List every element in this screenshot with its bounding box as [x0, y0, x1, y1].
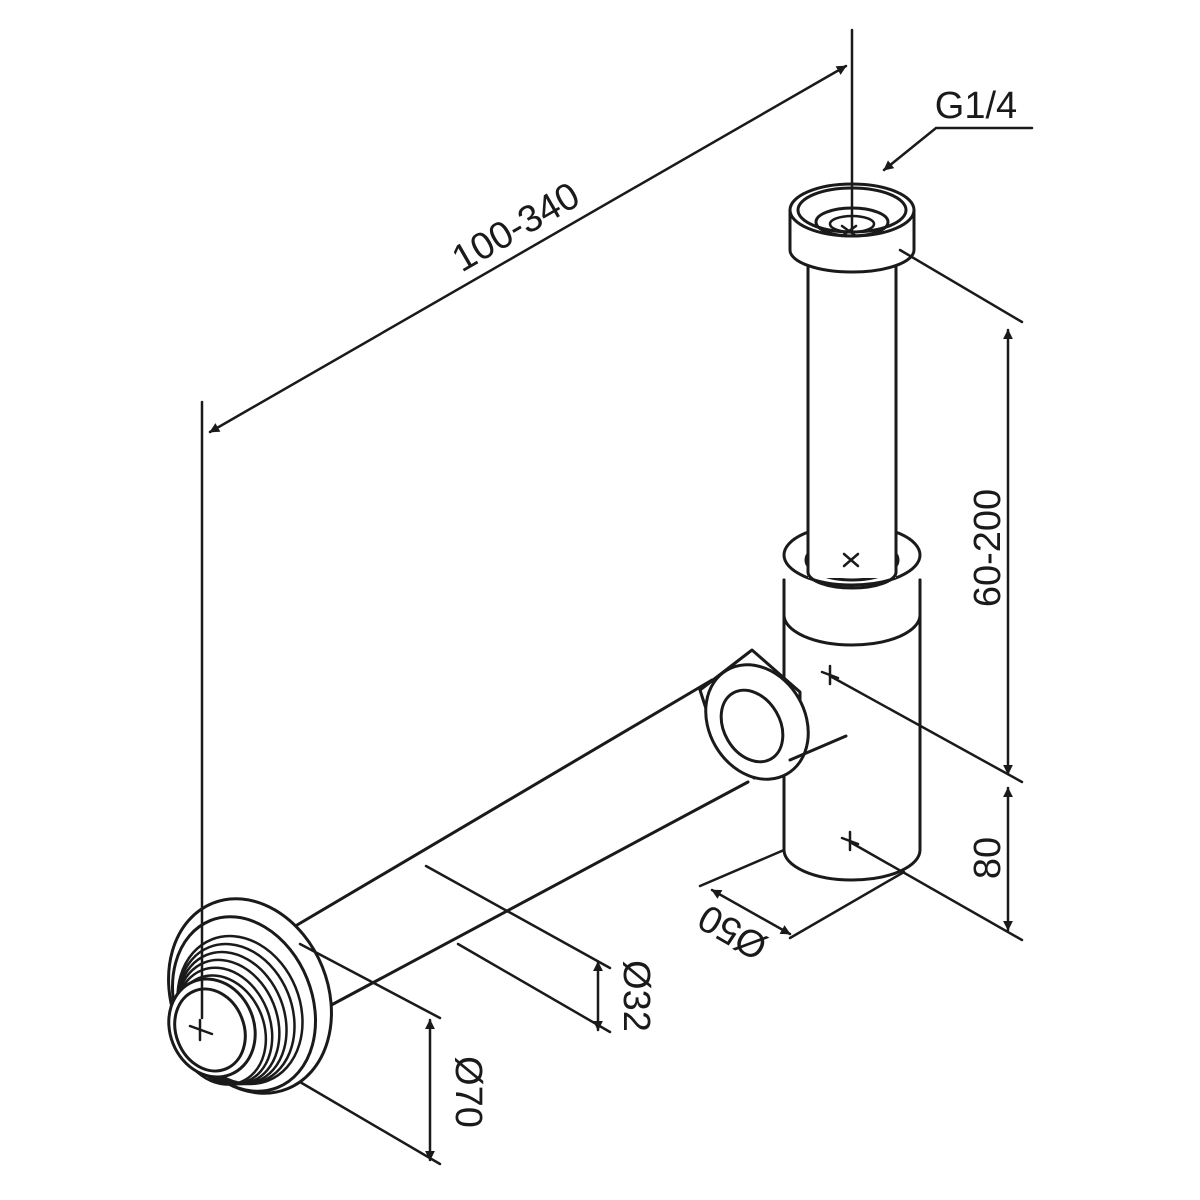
- branch-coupling: [698, 648, 848, 781]
- dimension-trap-depth: 80: [848, 786, 1024, 942]
- riser-tube: [806, 248, 898, 590]
- label-thread: G1/4: [935, 85, 1017, 127]
- label-pipe-diameter: Ø32: [615, 960, 657, 1032]
- center-marks: [188, 224, 860, 1042]
- label-trap-depth: 80: [967, 837, 1009, 879]
- label-height: 60-200: [967, 489, 1009, 607]
- horizontal-pipe: [290, 678, 750, 1012]
- bottle-trap-body: [782, 523, 922, 882]
- dimension-length: 100-340: [200, 28, 854, 1020]
- dimension-pipe-diameter: Ø32: [424, 864, 657, 1034]
- label-trap-diameter: Ø50: [691, 896, 774, 968]
- dimension-height: 60-200: [828, 248, 1024, 784]
- threaded-outlet: [167, 934, 304, 1086]
- dimension-thread: G1/4: [882, 85, 1034, 172]
- dimension-flange-diameter: Ø70: [298, 942, 489, 1166]
- label-flange-diameter: Ø70: [447, 1056, 489, 1128]
